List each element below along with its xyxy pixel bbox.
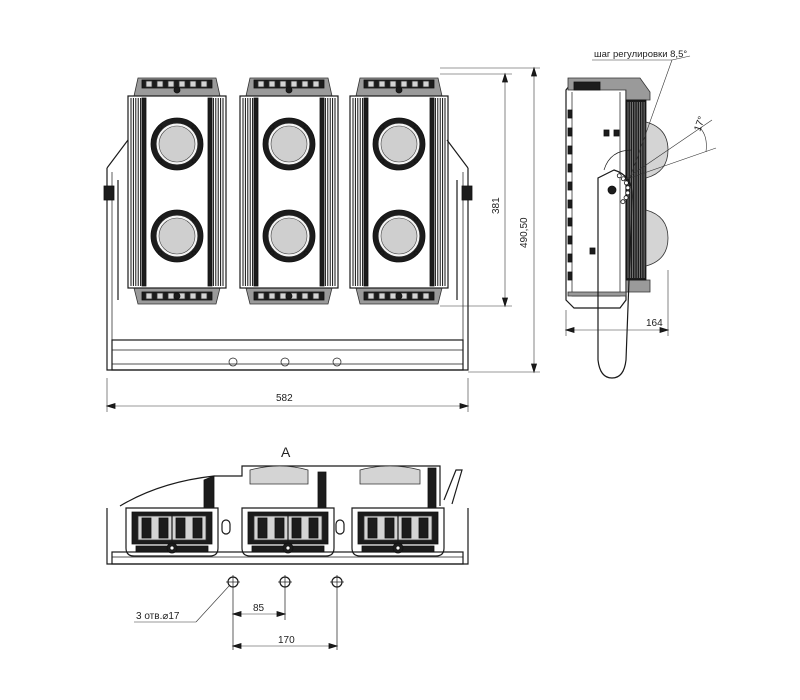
end-cap [125,507,219,557]
front-dimensions: 582 381 490,50 [105,66,540,412]
dim-85: 85 [253,603,265,614]
adjustment-step-label: шаг регулировки 8,5° [594,49,687,60]
holes-label: 3 отв.⌀17 [136,611,180,622]
lamp-module [239,77,339,305]
view-a-label: A [281,444,291,460]
end-cap [351,507,445,557]
dim-164: 164 [646,318,663,329]
view-a: A [106,444,469,650]
side-view [565,77,669,379]
lamp-module [127,77,227,305]
dim-381: 381 [491,197,502,214]
side-dimensions: 164 17° шаг регулировки 8,5° [564,49,717,336]
mount-hole [228,357,238,367]
mount-hole [280,357,290,367]
dim-170: 170 [278,635,295,646]
angle-17: 17° [692,115,708,133]
mount-hole [332,357,342,367]
lamp-module [349,77,449,305]
slot [335,519,345,535]
slot [221,519,231,535]
front-view [103,77,473,371]
view-a-dimensions: 85 170 3 отв.⌀17 [134,585,339,650]
end-cap [241,507,335,557]
dim-582: 582 [276,393,293,404]
dim-490-50: 490,50 [519,217,530,248]
